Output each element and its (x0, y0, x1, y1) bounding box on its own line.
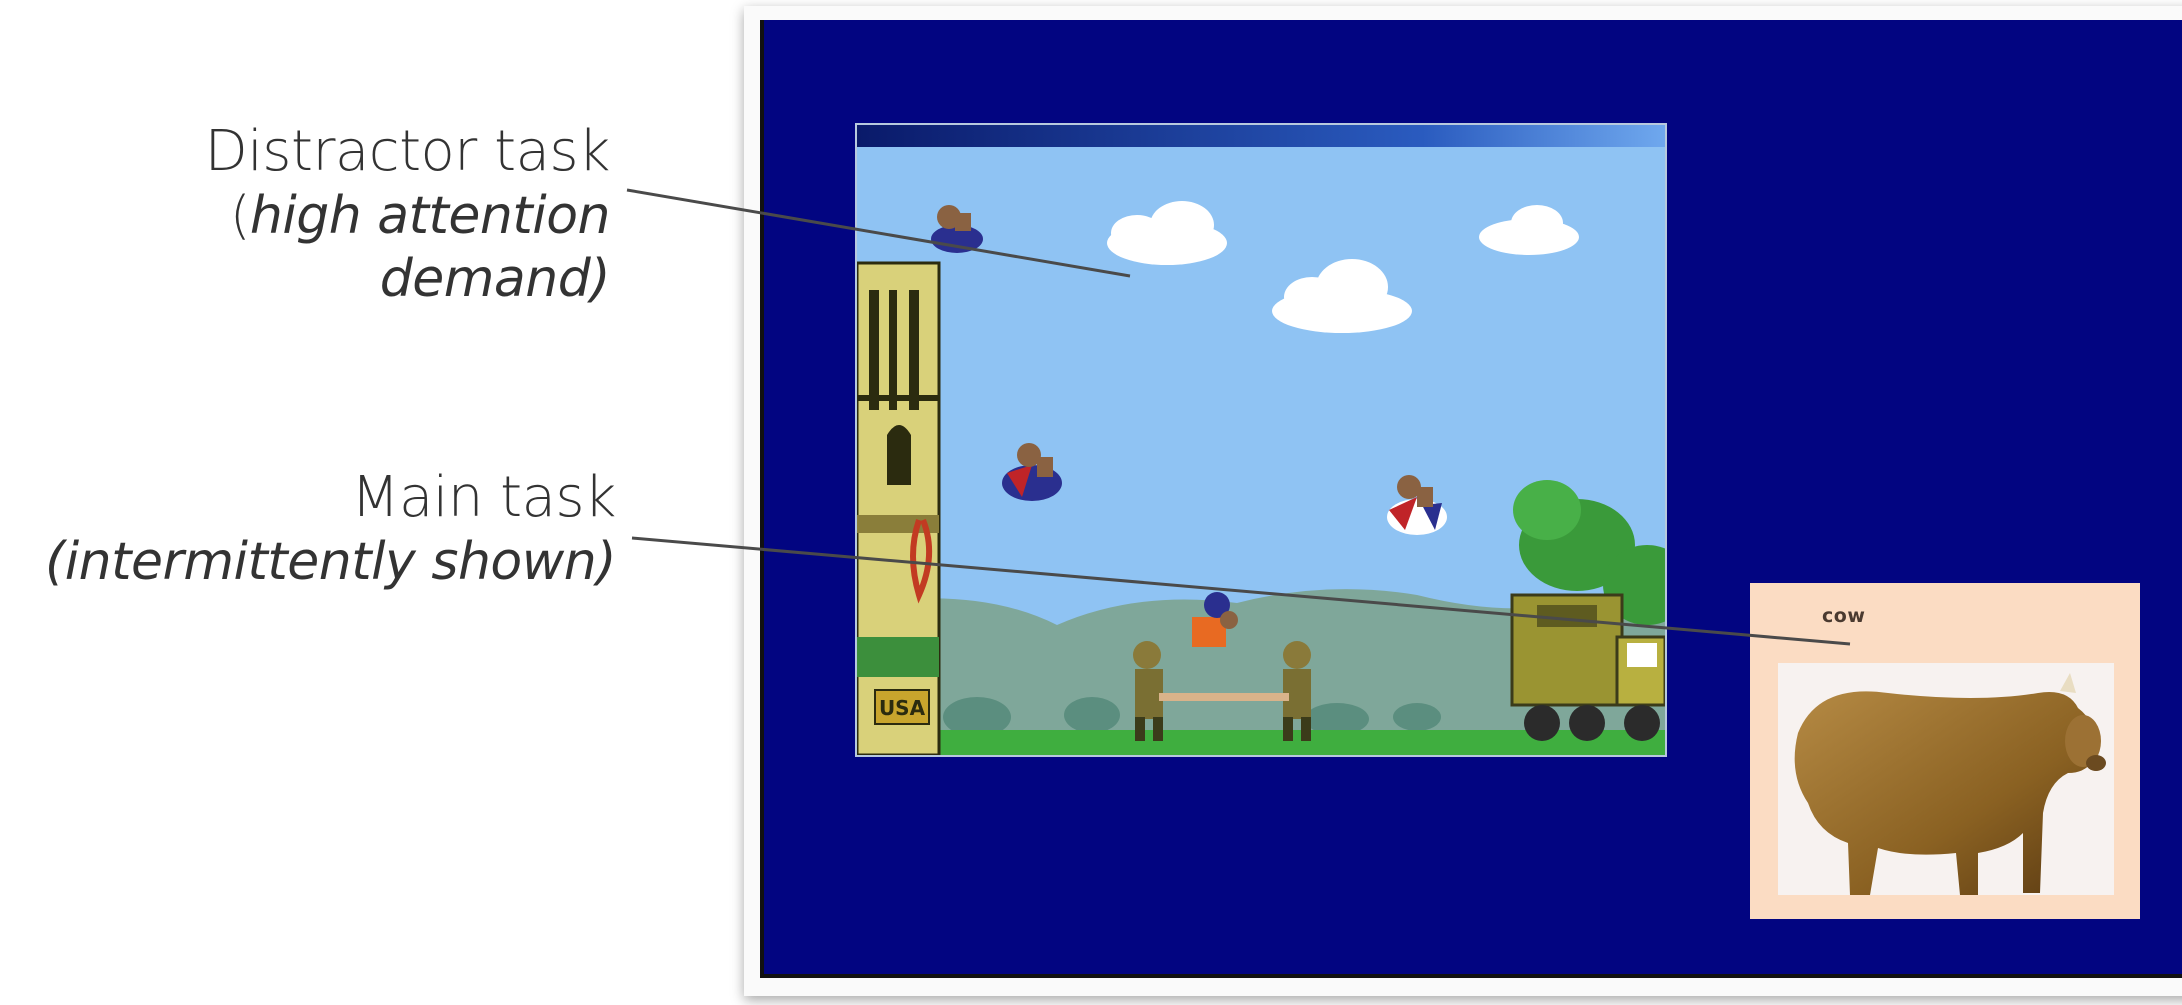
tower: USA (857, 261, 941, 755)
cloud (1272, 259, 1412, 333)
distractor-subtitle-text: high attention demand) (249, 186, 611, 309)
distractor-game-window[interactable]: USA (855, 123, 1667, 757)
falling-jumper[interactable] (1387, 475, 1447, 535)
rescue-stretcher[interactable] (1159, 693, 1289, 701)
falling-jumper[interactable] (931, 205, 983, 253)
cloud (1107, 201, 1227, 265)
cue-photo-frame (1778, 663, 2114, 895)
bush (1064, 697, 1120, 733)
main-task-subtitle: (intermittently shown) (0, 531, 617, 593)
main-task-title: Main task (351, 465, 616, 530)
distractor-task-annotation: Distractor task (high attention demand) (0, 118, 611, 310)
cloud (1479, 205, 1579, 255)
falling-jumper[interactable] (1002, 443, 1062, 501)
cow-image (1794, 673, 2106, 895)
main-subtitle-text: (intermittently shown) (44, 532, 617, 593)
bush (1305, 703, 1369, 735)
tower-sign-label: USA (879, 696, 926, 720)
main-task-annotation: Main task (intermittently shown) (0, 464, 617, 594)
bush (943, 697, 1011, 737)
cue-word: cow (1822, 605, 1866, 627)
game-scene: USA (857, 125, 1665, 755)
main-task-cue-card: cow (1750, 583, 2140, 919)
rescuer-left (1133, 641, 1163, 741)
distractor-task-subtitle: (high attention demand) (0, 185, 610, 310)
distractor-subtitle-paren: ( (230, 186, 250, 247)
bush (1393, 703, 1441, 731)
game-title-bar-fill (857, 125, 1665, 147)
distractor-task-title: Distractor task (204, 119, 611, 184)
